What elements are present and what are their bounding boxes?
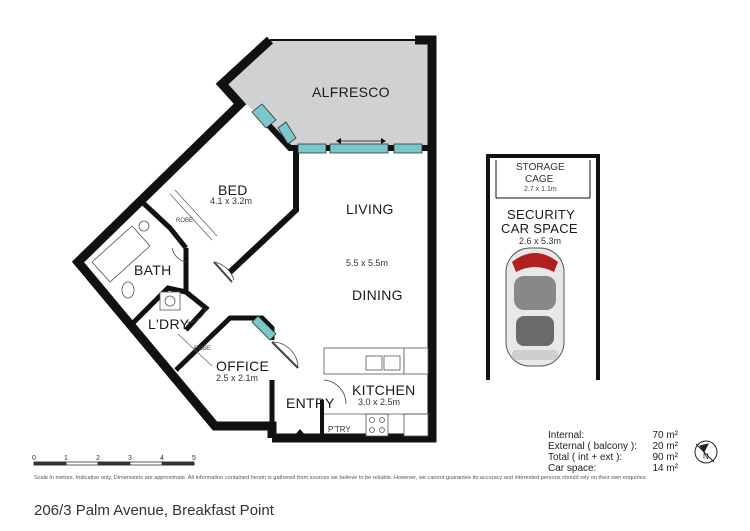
room-dim-office: 2.5 x 2.1m <box>216 373 259 383</box>
room-label-kitchen: KITCHEN <box>352 382 416 398</box>
area-value: 14 m² <box>652 463 678 474</box>
kitchen-bench <box>323 347 430 437</box>
area-row-car-space: Car space: 14 m² <box>548 463 678 474</box>
area-value: 70 m² <box>652 430 678 441</box>
room-label-dining: DINING <box>352 287 403 303</box>
room-label-alfresco: ALFRESCO <box>312 84 390 100</box>
storage-cage-dim: 2.7 x 1.1m <box>524 186 557 193</box>
scale-tick-4: 4 <box>160 455 164 462</box>
area-label: External ( balcony ): <box>548 441 637 452</box>
robe-bed <box>169 189 218 241</box>
parking-area <box>486 154 600 380</box>
bath-fixtures <box>91 220 181 311</box>
room-label-bath: BATH <box>134 262 172 278</box>
area-row-total: Total ( int + ext ): 90 m² <box>548 452 678 463</box>
disclaimer-text: Scale in metres. Indicative only. Dimens… <box>34 475 648 481</box>
room-label-living: LIVING <box>346 201 394 217</box>
room-dim-bed: 4.1 x 3.2m <box>210 196 253 206</box>
car-space-title-2: CAR SPACE <box>501 221 578 236</box>
entry-arrow-icon <box>294 429 306 440</box>
area-value: 20 m² <box>652 441 678 452</box>
scale-tick-3: 3 <box>128 455 132 462</box>
storage-cage-title-2: CAGE <box>525 174 554 185</box>
room-dim-kitchen: 3.0 x 2.5m <box>358 397 401 407</box>
area-summary-table: Internal: 70 m² External ( balcony ): 20… <box>548 430 678 474</box>
windows <box>251 103 423 341</box>
car-space-title-1: SECURITY <box>507 207 576 222</box>
room-label-entry: ENTRY <box>286 395 335 411</box>
property-address: 206/3 Palm Avenue, Breakfast Point <box>34 502 274 519</box>
robe-label-bed: ROBE <box>176 218 194 224</box>
compass-letter: N <box>703 452 709 461</box>
scale-bar <box>33 461 195 466</box>
area-label: Car space: <box>548 463 597 474</box>
robe-office <box>177 333 213 367</box>
robe-label-office: ROBE <box>194 346 212 352</box>
storage-cage-title-1: STORAGE <box>516 162 565 173</box>
area-row-external: External ( balcony ): 20 m² <box>548 441 678 452</box>
area-row-internal: Internal: 70 m² <box>548 430 678 441</box>
room-label-office: OFFICE <box>216 358 270 374</box>
doors <box>171 247 347 405</box>
car-space-dim: 2.6 x 5.3m <box>519 236 562 246</box>
car-icon <box>505 247 565 367</box>
compass-icon <box>694 440 718 464</box>
alfresco-area <box>222 40 430 150</box>
room-label-bed: BED <box>218 182 248 198</box>
room-label-laundry: L'DRY <box>148 316 190 332</box>
area-label: Internal: <box>548 430 585 441</box>
area-value: 90 m² <box>652 452 678 463</box>
scale-tick-5: 5 <box>192 455 196 462</box>
scale-tick-0: 0 <box>32 455 36 462</box>
room-dim-living: 5.5 x 5.5m <box>346 258 389 268</box>
area-label: Total ( int + ext ): <box>548 452 623 463</box>
scale-tick-1: 1 <box>64 455 68 462</box>
scale-tick-2: 2 <box>96 455 100 462</box>
room-label-pantry: P'TRY <box>328 425 351 434</box>
